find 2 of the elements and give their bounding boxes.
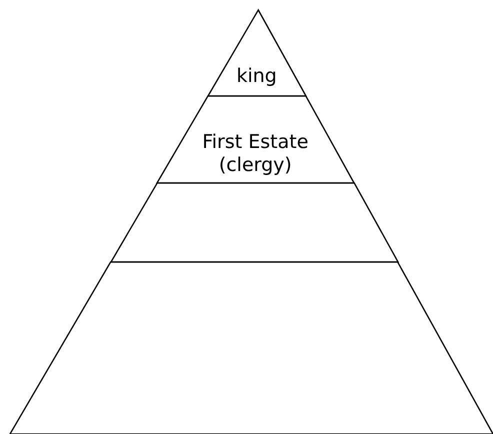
tier-label: First Estate (clergy) (201, 131, 310, 177)
tier-label: king (236, 65, 277, 88)
